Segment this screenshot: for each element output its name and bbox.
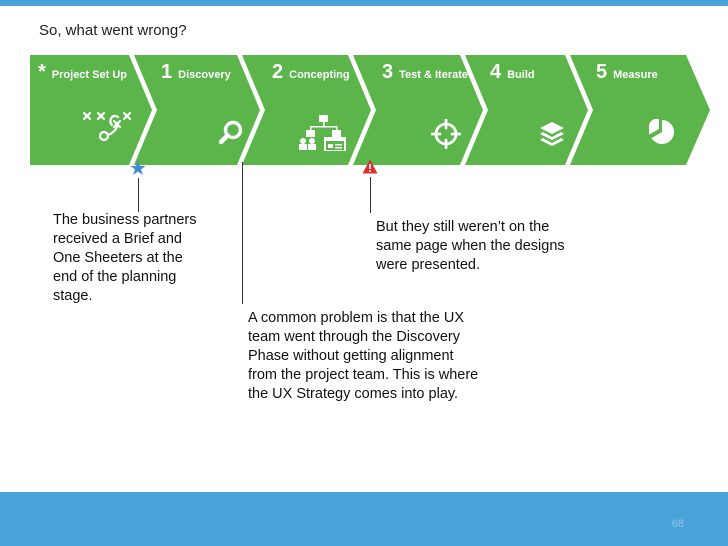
warning-marker-icon — [362, 159, 378, 174]
step-discovery: 1 Discovery — [161, 61, 231, 85]
note-line: team went through the Discovery — [248, 329, 460, 345]
step-build: 4 Build — [490, 61, 535, 85]
step-number: * — [38, 61, 46, 83]
bottom-accent-bar: 68 — [0, 492, 728, 546]
org-chart-icon — [299, 115, 346, 151]
note-same-page: But they still weren’t on the same page … — [376, 218, 565, 275]
step-number: 3 — [382, 61, 394, 83]
note-line: the UX Strategy comes into play. — [248, 386, 459, 402]
process-band: * Project Set Up 1 Discovery 2 Conceptin… — [30, 55, 710, 165]
play-diagram-icon — [82, 111, 132, 142]
note-common-problem: A common problem is that the UX team wen… — [248, 309, 478, 404]
note-line: stage. — [53, 288, 93, 304]
magnifier-icon — [218, 120, 243, 145]
note-line: from the project team. This is where — [248, 367, 479, 383]
note-line: were presented. — [376, 257, 480, 273]
note-line: Phase without getting alignment — [248, 348, 454, 364]
step-concepting: 2 Concepting — [272, 61, 350, 85]
star-marker-icon — [130, 160, 146, 175]
note-business-partners: The business partners received a Brief a… — [53, 211, 196, 306]
star-connector-line — [138, 178, 139, 212]
step-number: 4 — [490, 61, 502, 83]
note-line: One Sheeters at the — [53, 250, 183, 266]
step-measure: 5 Measure — [596, 61, 658, 85]
page-number: 68 — [671, 518, 684, 530]
step-project-set-up: * Project Set Up — [38, 61, 127, 85]
note-line: end of the planning — [53, 269, 177, 285]
step-label: Concepting — [289, 69, 350, 81]
step-label: Measure — [613, 69, 658, 81]
discovery-connector-line — [242, 162, 243, 304]
pie-chart-icon — [649, 119, 674, 144]
step-label: Discovery — [178, 69, 231, 81]
note-line: But they still weren’t on the — [376, 219, 550, 235]
step-number: 2 — [272, 61, 284, 83]
note-line: received a Brief and — [53, 231, 182, 247]
slide-title: So, what went wrong? — [39, 22, 187, 39]
step-number: 1 — [161, 61, 173, 83]
step-label: Build — [507, 69, 535, 81]
top-accent-bar — [0, 0, 728, 6]
note-line: same page when the designs — [376, 238, 565, 254]
step-test-iterate: 3 Test & Iterate — [382, 61, 468, 85]
note-line: A common problem is that the UX — [248, 310, 464, 326]
step-label: Test & Iterate — [399, 69, 468, 81]
step-label: Project Set Up — [51, 69, 127, 81]
step-number: 5 — [596, 61, 608, 83]
note-line: The business partners — [53, 212, 197, 228]
warning-connector-line — [370, 177, 371, 213]
layers-icon — [540, 122, 564, 146]
crosshair-icon — [431, 119, 461, 149]
